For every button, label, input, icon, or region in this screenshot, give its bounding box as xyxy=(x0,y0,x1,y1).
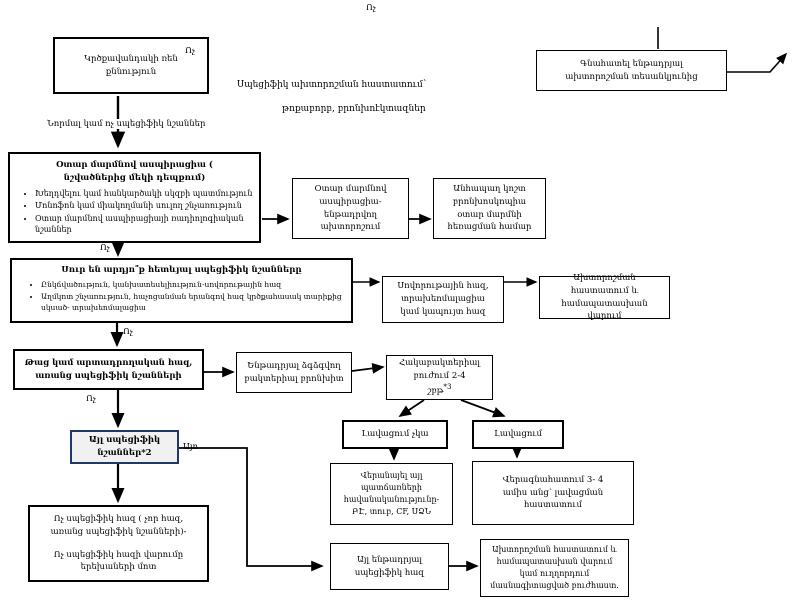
node-other-presumed-text: Այլ ենթադրյալ սպեցիֆիկ հազ xyxy=(354,554,425,578)
node-antibacterial-treatment: Հակաբակտերիալ բուժում 2-4 շբթ*3 xyxy=(386,355,493,400)
label-no-chest-xray: Ոչ xyxy=(185,46,195,56)
bullet-item: Օտար մարմնով ասպիրացիայի ռադիոլոգիական ն… xyxy=(35,213,254,236)
node-rigid-bronchoscopy: Անհապաղ կոշտ բրոնխոսկոպիա օտար մարմնի հե… xyxy=(433,178,546,239)
node-nonspecific-cough-p2: Ոչ սպեցիֆիկ հազի վարումը երեխաների մոտ xyxy=(53,549,184,573)
node-evaluate-presumed-text: Գնահատել ենթադրյալ ախտորոշման տեսանկյուն… xyxy=(565,58,698,82)
node-acute-specific-title: Սուր են արդյո՞ք հետևյալ սպեցիֆիկ նշաններ… xyxy=(61,265,302,275)
node-improvement: Լավացում xyxy=(472,420,564,449)
acute-specific-bullet-list: Ընկճվածություն, կանխատեսելիություն-սովոր… xyxy=(17,280,346,315)
node-fb-presumed-diagnosis: Օտար մարմնով ասպիրացիա- ենթադրվող ախտորո… xyxy=(292,178,409,239)
node-wet-productive-cough-text: Թաց կամ արտադրողական հազ, առանց սպեցիֆիկ… xyxy=(24,357,193,381)
node-no-improvement: Լավացում չկա xyxy=(342,420,448,449)
node-foreign-body-aspiration: Օտար մարմնով ասպիրացիա ( նշվածներից մեկի… xyxy=(8,152,261,243)
label-normal-or-nonspecific: Նորմալ կամ ոչ սպեցիֆիկ նշաններ xyxy=(45,119,206,130)
antibacterial-duration: շբթ xyxy=(427,386,444,397)
node-chest-xray: Կրծքավանդակի ռեն քննություն Ոչ xyxy=(53,37,209,94)
node-evaluate-presumed: Գնահատել ենթադրյալ ախտորոշման տեսանկյուն… xyxy=(536,50,727,91)
node-dx-confirm-refer: Ախտորոշման հաստատում և համապատասխան վարո… xyxy=(480,539,629,597)
node-other-presumed-specific-cough: Այլ ենթադրյալ սպեցիֆիկ հազ xyxy=(330,543,449,590)
node-acute-specific-signs: Սուր են արդյո՞ք հետևյալ սպեցիֆիկ նշաններ… xyxy=(10,258,353,323)
node-no-improvement-text: Լավացում չկա xyxy=(361,429,429,440)
node-dx-confirm-manage-text: Ախտորոշման հաստատում և համապատասխան վարո… xyxy=(561,273,648,322)
bullet-item: Ընկճվածություն, կանխատեսելիություն-սովոր… xyxy=(41,280,346,291)
node-rigid-bronchoscopy-text: Անհապաղ կոշտ բրոնխոսկոպիա օտար մարմնի հե… xyxy=(447,184,532,233)
node-habit-cough: Սովորութային հազ, տրախեոմալացիա կամ կապո… xyxy=(382,276,504,323)
node-dx-confirm-manage: Ախտորոշման հաստատում և համապատասխան վարո… xyxy=(539,273,670,321)
node-antibacterial-line1: Հակաբակտերիալ բուժում 2-4 xyxy=(399,357,480,381)
node-other-specific-signs-text: Այլ սպեցիֆիկ նշաններ*2 xyxy=(88,435,161,458)
label-no-after-acute-specific: Ոչ xyxy=(123,327,133,337)
bullet-item: Խեղդվելու կամ հանկարծակի սկզբի պատմությո… xyxy=(35,188,254,200)
node-improvement-text: Լավացում xyxy=(494,429,542,440)
label-specific-dx-line2: թոքաբորբ, բրոնխոէկտազներ xyxy=(282,104,426,114)
node-reconsider-causes: Վերանայել այլ պատճառների հավանականությու… xyxy=(330,463,453,525)
footnote-3-marker: *3 xyxy=(443,382,452,392)
node-wet-productive-cough: Թաց կամ արտադրողական հազ, առանց սպեցիֆիկ… xyxy=(13,349,204,390)
label-yes: Այո xyxy=(183,442,199,452)
node-chest-xray-text: Կրծքավանդակի ռեն քննություն xyxy=(84,53,178,77)
node-nonspecific-cough: Ոչ սպեցիֆիկ հազ ( չոր հազ, առանց սպեցիֆի… xyxy=(28,505,209,582)
foreign-body-bullet-list: Խեղդվելու կամ հանկարծակի սկզբի պատմությո… xyxy=(15,188,254,237)
label-specific-dx-line1: Սպեցիֆիկ ախտորոշման հաստատում՝ xyxy=(237,80,427,90)
node-antibacterial-line2: շբթ*3 xyxy=(428,382,452,398)
node-reassess-3-4-months: Վերագնահատում 3- 4 ամիս անց՝ լավացման հա… xyxy=(472,461,634,525)
label-no-after-wet-cough: Ոչ xyxy=(86,394,96,404)
node-other-specific-signs: Այլ սպեցիֆիկ նշաններ*2 xyxy=(70,430,179,464)
node-fb-presumed-text: Օտար մարմնով ասպիրացիա- ենթադրվող ախտորո… xyxy=(314,184,387,233)
node-habit-cough-text: Սովորութային հազ, տրախեոմալացիա կամ կապո… xyxy=(397,281,489,317)
bullet-item: Աղմկոտ շնչառություն, հաչոցանման երանգով … xyxy=(41,292,346,314)
node-foreign-body-title: Օտար մարմնով ասպիրացիա ( նշվածներից մեկի… xyxy=(56,160,213,183)
bullet-item: Մոնոֆոն կամ միակողմանի սուլող շնչառությո… xyxy=(35,200,254,212)
label-no-top: Ոչ xyxy=(366,3,376,13)
node-pbb-text: Ենթադրյալ ձգձգվող բակտերիալ բրոնխիտ xyxy=(244,360,344,384)
node-reconsider-causes-text: Վերանայել այլ պատճառների հավանականությու… xyxy=(343,471,440,516)
node-protracted-bacterial-bronchitis: Ենթադրյալ ձգձգվող բակտերիալ բրոնխիտ xyxy=(236,352,352,393)
node-dx-confirm-refer-text: Ախտորոշման հաստատում և համապատասխան վարո… xyxy=(490,545,619,590)
node-reassess-text: Վերագնահատում 3- 4 ամիս անց՝ լավացման հա… xyxy=(502,474,604,511)
node-nonspecific-cough-p1: Ոչ սպեցիֆիկ հազ ( չոր հազ, առանց սպեցիֆի… xyxy=(50,514,187,537)
label-no-after-foreign-body: Ոչ xyxy=(100,243,110,253)
